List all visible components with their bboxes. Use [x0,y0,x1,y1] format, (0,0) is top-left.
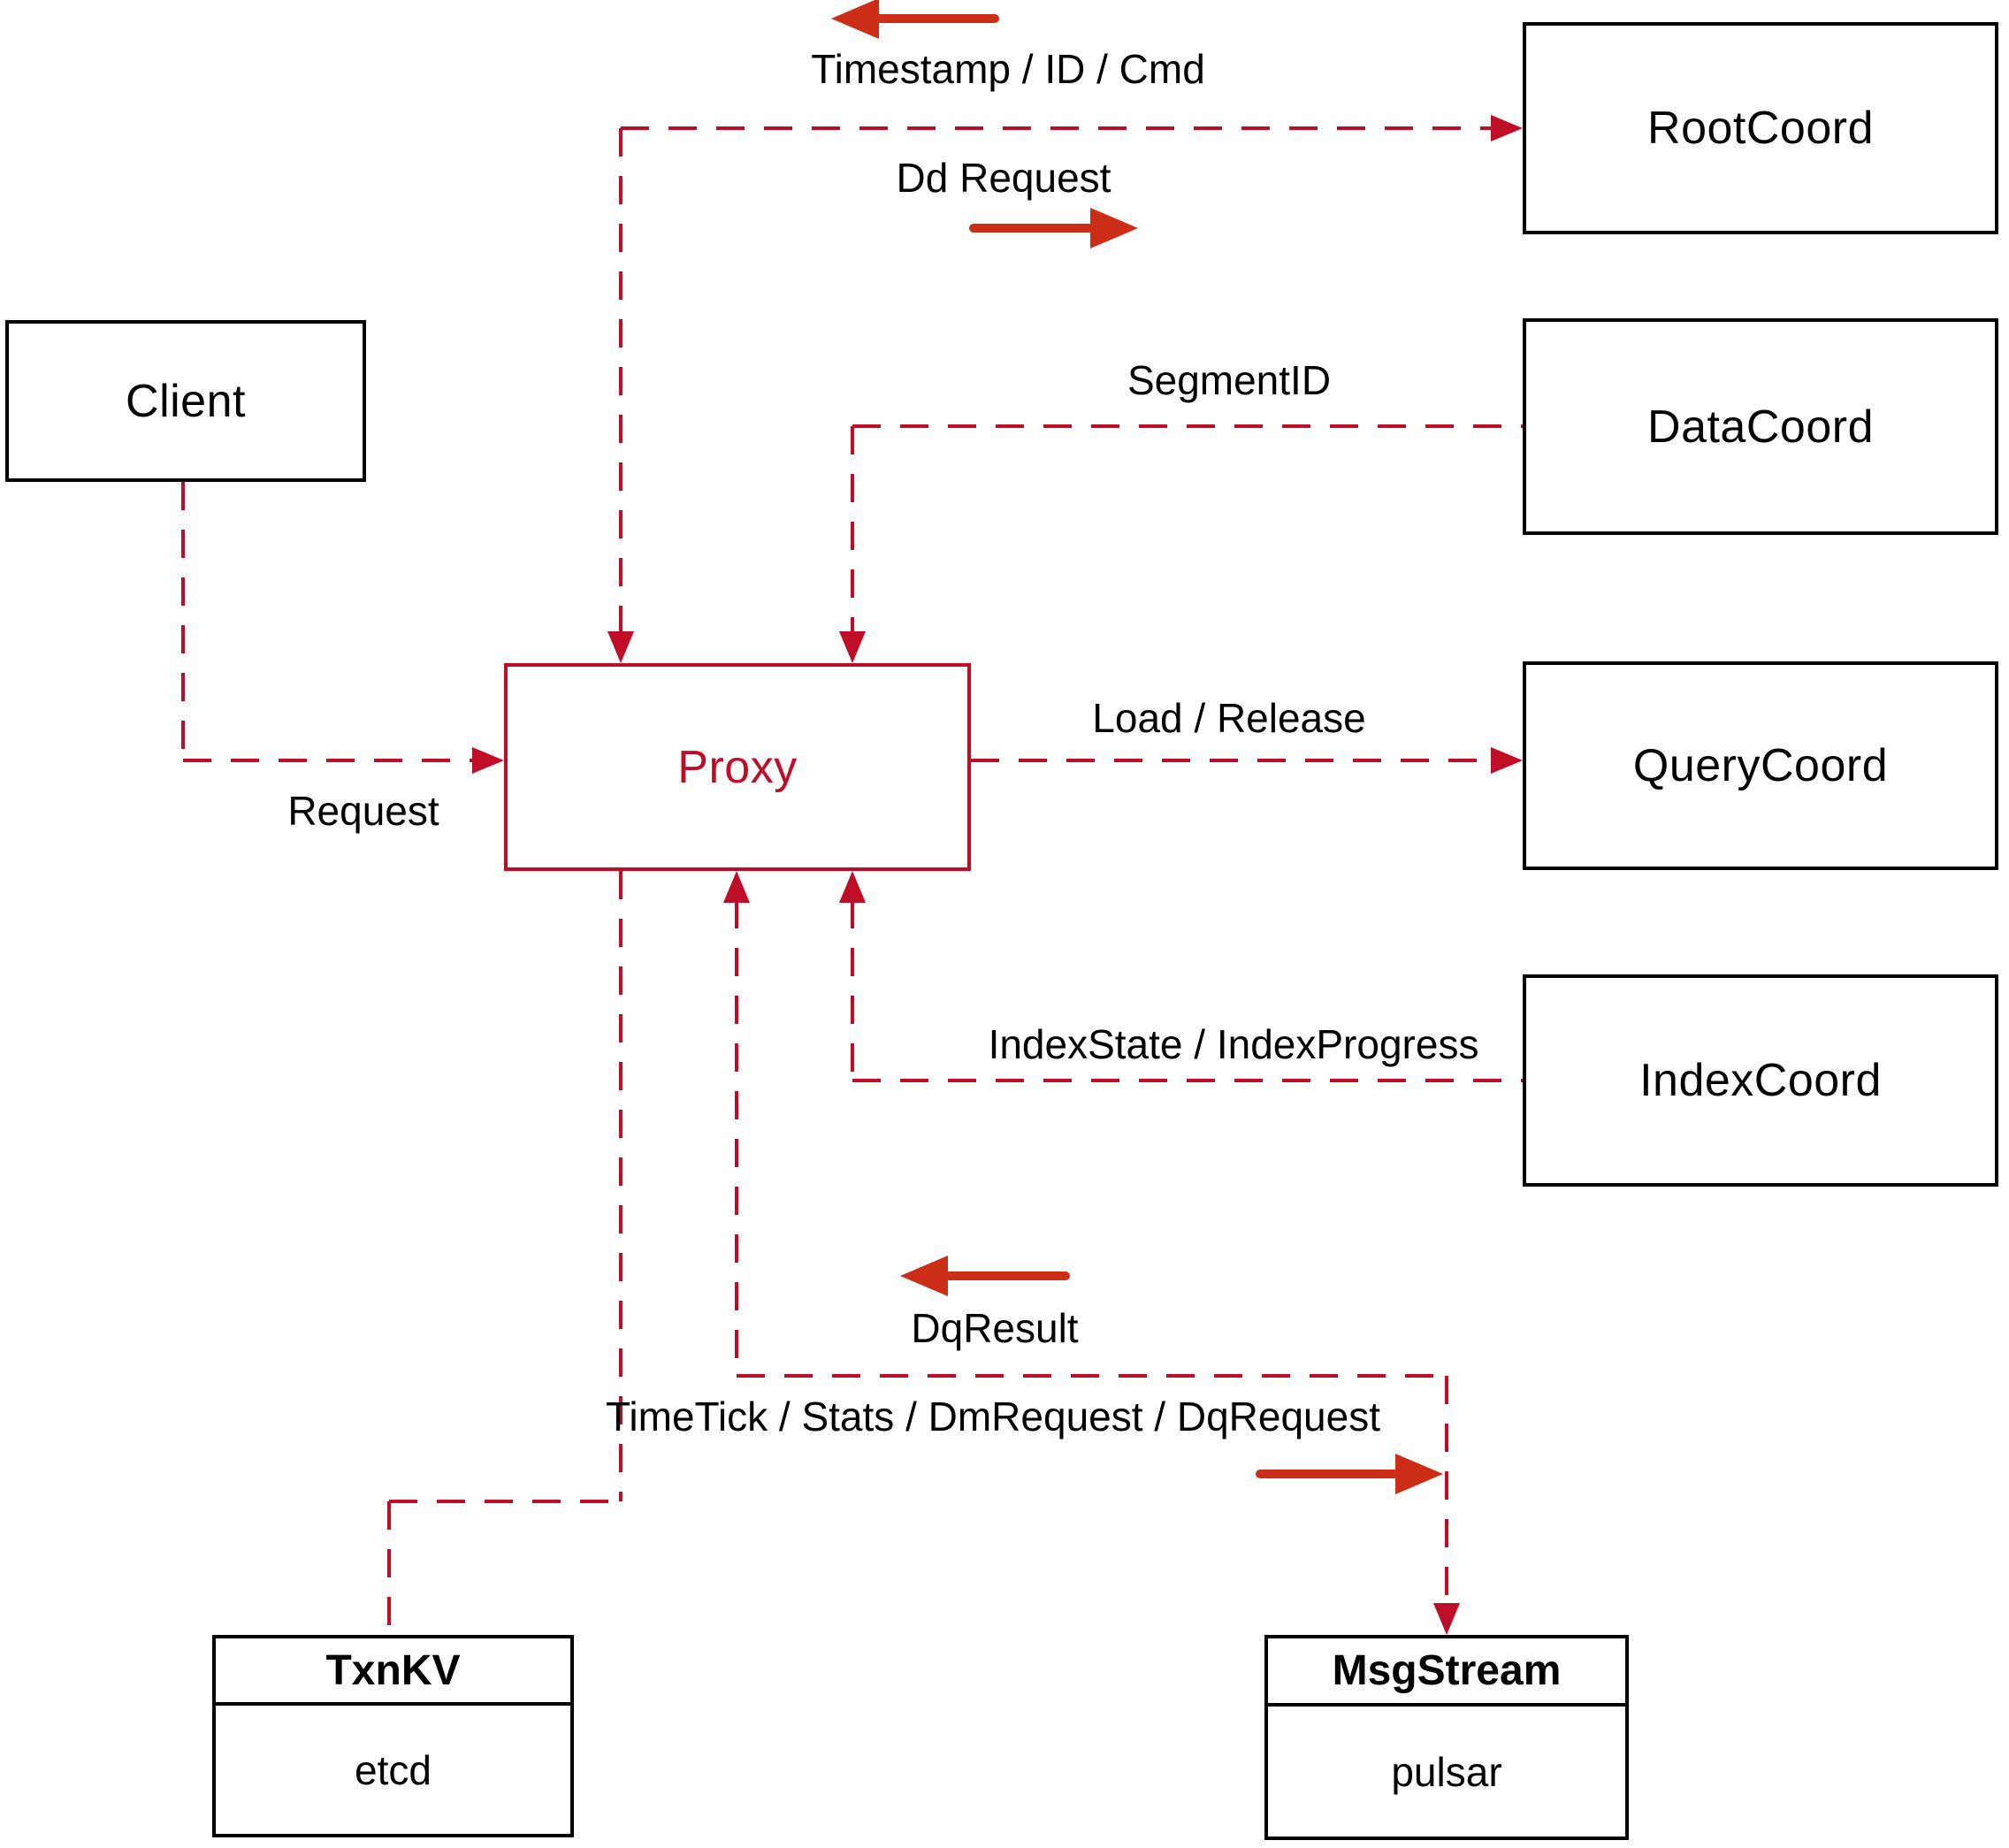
indexcoord-box-label: IndexCoord [1639,1055,1882,1106]
querycoord-box-label: QueryCoord [1632,740,1889,791]
arrowhead-into-msgstream-icon [1433,1603,1460,1635]
path-txnkv-horizontal [389,1500,621,1503]
direction-arrow-timetick-right-icon [1256,1454,1443,1494]
label-load-release: Load / Release [1092,695,1366,741]
msgstream-box-title: MsgStream [1268,1638,1625,1707]
client-box-label: Client [126,375,246,427]
client-box: Client [5,320,366,482]
txnkv-box-subtitle: etcd [355,1746,432,1793]
path-txnkv-vertical-2 [387,1501,391,1635]
datacoord-box: DataCoord [1523,318,1998,535]
indexcoord-box: IndexCoord [1523,974,1998,1187]
label-dqresult: DqResult [911,1305,1079,1351]
path-txnkv-vertical-1 [619,871,623,1501]
direction-arrow-ddrequest-right-head [1090,208,1138,248]
path-request-horizontal [183,759,475,762]
direction-arrow-dqresult-left-shaft [944,1271,1070,1280]
msgstream-box-subtitle: pulsar [1391,1748,1502,1795]
rootcoord-box: RootCoord [1523,22,1998,234]
txnkv-box-title: TxnKV [216,1638,570,1706]
path-segmentid-vertical [851,426,854,634]
label-segmentid: SegmentID [1127,357,1332,403]
label-indexstate: IndexState / IndexProgress [988,1021,1479,1067]
direction-arrow-dqresult-left-icon [900,1256,1070,1296]
path-msgstream-vertical-2 [1445,1376,1448,1606]
path-segmentid-horizontal [852,424,1523,428]
rootcoord-box-label: RootCoord [1647,103,1874,154]
querycoord-box: QueryCoord [1523,661,1998,870]
label-timestamp-id-cmd: Timestamp / ID / Cmd [811,46,1205,92]
txnkv-box: TxnKV etcd [212,1635,574,1837]
path-msgstream-horizontal [737,1374,1447,1378]
path-request-vertical [181,482,185,761]
arrowhead-into-proxy-bottom-right-icon [839,871,866,903]
label-request: Request [287,788,439,834]
datacoord-box-label: DataCoord [1647,401,1874,453]
direction-arrow-timestamp-left-head [831,0,879,39]
arrowhead-into-proxy-top-left-icon [607,631,634,663]
direction-arrow-ddrequest-right-icon [969,208,1138,248]
path-indexstate-vertical [851,900,854,1081]
direction-arrow-timetick-right-head [1395,1454,1443,1494]
proxy-box: Proxy [504,663,971,871]
path-rootcoord-horizontal [621,126,1493,130]
proxy-box-label: Proxy [677,741,798,793]
direction-arrow-ddrequest-right-shaft [969,224,1094,233]
direction-arrow-dqresult-left-head [900,1256,948,1296]
arrowhead-into-rootcoord-icon [1491,115,1523,141]
arrowhead-into-proxy-left-icon [472,747,504,774]
direction-arrow-timestamp-left-shaft [875,14,999,23]
path-indexstate-horizontal [852,1079,1523,1082]
path-load-release [971,759,1493,762]
arrowhead-into-proxy-top-right-icon [839,631,866,663]
path-rootcoord-vertical [619,128,623,634]
direction-arrow-timetick-right-shaft [1256,1470,1399,1478]
msgstream-box: MsgStream pulsar [1264,1635,1629,1840]
direction-arrow-timestamp-left-icon [831,0,999,39]
path-msgstream-vertical-1 [735,900,738,1376]
label-dd-request: Dd Request [896,155,1111,201]
arrowhead-into-querycoord-icon [1491,747,1523,774]
label-timetick: TimeTick / Stats / DmRequest / DqRequest [606,1394,1380,1439]
arrowhead-into-proxy-bottom-mid-icon [723,871,750,903]
